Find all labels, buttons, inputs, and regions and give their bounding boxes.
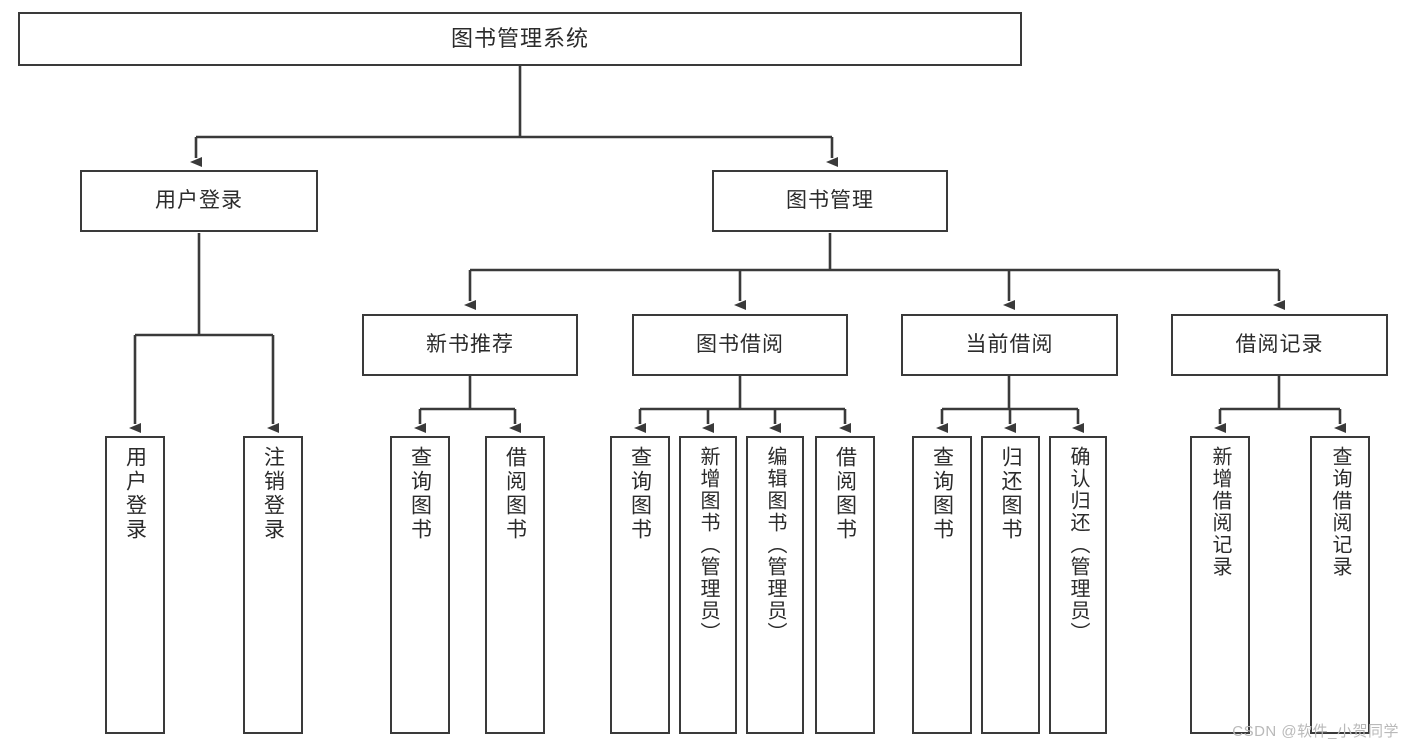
node-new-book-recommendation[interactable]: 新书推荐	[362, 314, 578, 376]
node-label: 查询图书	[930, 446, 954, 542]
leaf-new-book-borrow[interactable]: 借阅图书	[485, 436, 545, 734]
node-label: 注销登录	[261, 446, 285, 542]
leaf-book-borrow-add-admin[interactable]: 新增图书（管理员）	[679, 436, 737, 734]
node-label: 当前借阅	[965, 332, 1054, 356]
node-label: 图书管理	[786, 188, 874, 212]
leaf-user-login-logout[interactable]: 注销登录	[243, 436, 303, 734]
node-label: 图书管理系统	[450, 26, 589, 52]
leaf-current-borrow-query[interactable]: 查询图书	[912, 436, 972, 734]
node-label: 借阅记录	[1235, 332, 1324, 356]
node-current-borrowing[interactable]: 当前借阅	[901, 314, 1118, 376]
node-book-management[interactable]: 图书管理	[712, 170, 948, 232]
node-label: 用户登录	[123, 446, 147, 542]
node-root-book-management-system[interactable]: 图书管理系统	[18, 12, 1022, 66]
node-label: 新增图书（管理员）	[697, 446, 719, 644]
leaf-user-login-login[interactable]: 用户登录	[105, 436, 165, 734]
node-label: 新书推荐	[426, 332, 514, 356]
leaf-current-borrow-confirm-return-admin[interactable]: 确认归还（管理员）	[1049, 436, 1107, 734]
leaf-borrow-record-query[interactable]: 查询借阅记录	[1310, 436, 1370, 734]
node-label: 查询借阅记录	[1329, 446, 1351, 578]
node-label: 图书借阅	[696, 332, 784, 356]
leaf-current-borrow-return[interactable]: 归还图书	[981, 436, 1040, 734]
leaf-new-book-query[interactable]: 查询图书	[390, 436, 450, 734]
node-label: 用户登录	[155, 188, 243, 212]
csdn-watermark: CSDN @软件_小贺同学	[1232, 723, 1399, 740]
node-label: 确认归还（管理员）	[1067, 446, 1089, 644]
node-label: 借阅图书	[503, 446, 527, 542]
node-label: 归还图书	[999, 446, 1022, 542]
leaf-book-borrow-query[interactable]: 查询图书	[610, 436, 670, 734]
leaf-book-borrow-edit-admin[interactable]: 编辑图书（管理员）	[746, 436, 804, 734]
leaf-borrow-record-add[interactable]: 新增借阅记录	[1190, 436, 1250, 734]
node-label: 编辑图书（管理员）	[764, 446, 786, 644]
node-label: 查询图书	[628, 446, 652, 542]
node-label: 借阅图书	[833, 446, 857, 542]
leaf-book-borrow-borrow[interactable]: 借阅图书	[815, 436, 875, 734]
node-label: 查询图书	[408, 446, 432, 542]
node-borrowing-record[interactable]: 借阅记录	[1171, 314, 1388, 376]
node-user-login[interactable]: 用户登录	[80, 170, 318, 232]
node-label: 新增借阅记录	[1209, 446, 1231, 578]
node-book-borrowing[interactable]: 图书借阅	[632, 314, 848, 376]
